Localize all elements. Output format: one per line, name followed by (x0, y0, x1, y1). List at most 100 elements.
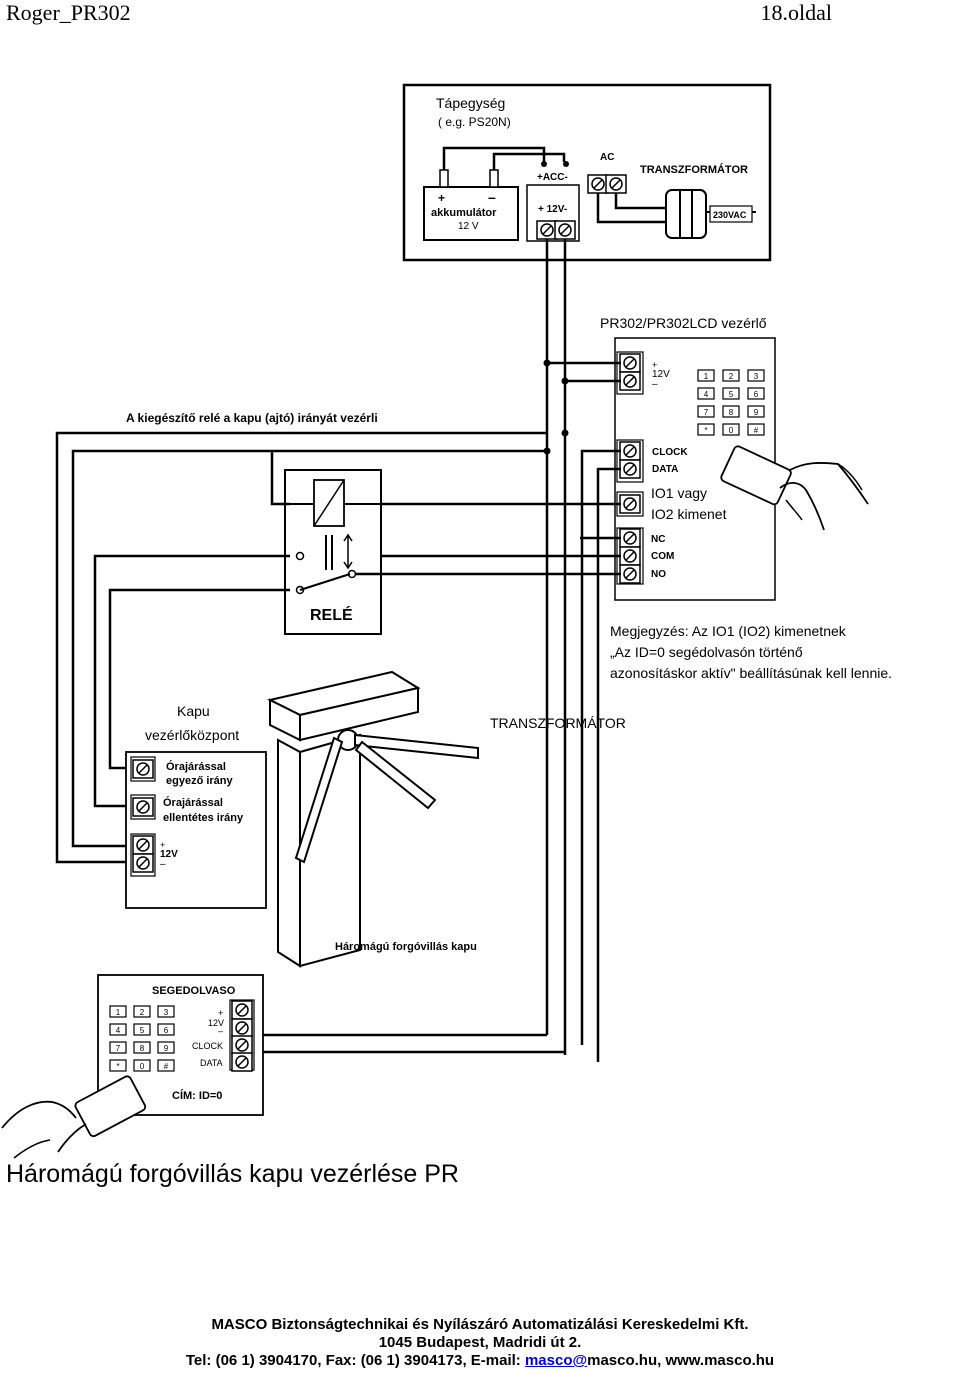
figure-caption: Háromágú forgóvillás kapu vezérlése PR (6, 1160, 459, 1188)
ctrl-com-label: COM (651, 551, 674, 562)
controller-key-label: 5 (729, 390, 734, 399)
controller-key-label: * (704, 426, 707, 435)
gate-cw1: Órajárással (166, 760, 226, 773)
svg-text:+: + (652, 360, 657, 370)
aux-12v: 12V (208, 1018, 224, 1028)
gate-controller: Kapu vezérlőközpont Órajárással egyező i… (125, 703, 267, 909)
aux-key (157, 1005, 175, 1018)
controller-key-label: 6 (754, 390, 759, 399)
aux-key (133, 1005, 151, 1018)
svg-text:+: + (438, 191, 445, 205)
controller-key (722, 387, 740, 400)
controller-key-label: 9 (754, 408, 759, 417)
psu-12v-label: + 12V- (538, 204, 567, 215)
note: Megjegyzés: Az IO1 (IO2) kimenetnek „Az … (610, 623, 892, 681)
ctrl-io1-label: IO1 vagy (651, 485, 707, 501)
battery-label: akkumulátor (431, 207, 497, 219)
controller-key (747, 387, 765, 400)
relay: RELÉ (284, 469, 382, 635)
ctrl-no-label: NO (651, 569, 666, 580)
controller-key-label: # (754, 426, 759, 435)
mains-label: 230VAC (713, 210, 747, 220)
svg-text:–: – (218, 1026, 223, 1036)
aux-key (109, 1041, 127, 1054)
battery: + – akkumulátor 12 V (423, 169, 519, 241)
aux-key-label: 2 (140, 1008, 145, 1017)
controller-key (747, 405, 765, 418)
transformer-icon (665, 189, 707, 239)
controller-key-label: 4 (704, 390, 709, 399)
aux-key-label: 9 (164, 1044, 169, 1053)
turnstile-gate (267, 670, 479, 968)
aux-key (133, 1059, 151, 1072)
svg-text:+: + (218, 1008, 223, 1018)
aux-key-label: 6 (164, 1026, 169, 1035)
footer-contact-suffix: masco.hu, www.masco.hu (587, 1352, 775, 1369)
hand-with-card-icon (1, 1075, 147, 1159)
footer-company: MASCO Biztonságtechnikai és Nyílászáró A… (211, 1316, 749, 1333)
aux-key-label: * (116, 1062, 119, 1071)
turnstile-label: Háromágú forgóvillás kapu (335, 941, 477, 953)
aux-key (109, 1005, 127, 1018)
aux-key-label: 7 (116, 1044, 121, 1053)
controller-key-label: 8 (729, 408, 734, 417)
aux-key (157, 1041, 175, 1054)
wiring-diagram: Tápegység ( e.g. PS20N) + – akkumulátor … (1, 83, 892, 1159)
document-name: Roger_PR302 (6, 0, 131, 25)
page-number: 18.oldal (760, 0, 833, 25)
acc-label: +ACC- (537, 172, 568, 183)
aux-key-label: 0 (140, 1062, 145, 1071)
aux-key-label: # (164, 1062, 169, 1071)
aux-key (157, 1023, 175, 1036)
gate-title2: vezérlőközpont (145, 727, 239, 743)
wiring (55, 239, 621, 1062)
footer-address: 1045 Budapest, Madridi út 2. (378, 1334, 582, 1351)
controller-key (722, 369, 740, 382)
note-line2: „Az ID=0 segédolvasón történő (610, 644, 803, 660)
aux-address: CÍM: ID=0 (172, 1089, 222, 1102)
gate-12v: 12V (160, 849, 178, 860)
svg-text:–: – (160, 859, 166, 870)
note-line1: Megjegyzés: Az IO1 (IO2) kimenetnek (610, 623, 847, 639)
aux-key (133, 1023, 151, 1036)
aux-key-label: 3 (164, 1008, 169, 1017)
controller-key-label: 3 (754, 372, 759, 381)
ctrl-io2-label: IO2 kimenet (651, 506, 727, 522)
junction-dots (543, 359, 569, 455)
controller-key (697, 387, 715, 400)
footer-contact: Tel: (06 1) 3904170, Fax: (06 1) 3904173… (0, 1352, 960, 1369)
controller-key-label: 2 (729, 372, 734, 381)
note-line3: azonosításkor aktív" beállításúnak kell … (610, 665, 892, 681)
svg-text:+: + (160, 840, 165, 850)
controller-key (697, 405, 715, 418)
controller-key-label: 7 (704, 408, 709, 417)
psu-title: Tápegység (436, 95, 505, 111)
controller-key (722, 405, 740, 418)
controller-key-label: 1 (704, 372, 709, 381)
transformer2-label: TRANSZFORMÁTOR (490, 715, 626, 731)
controller-key (747, 369, 765, 382)
power-supply-unit: Tápegység ( e.g. PS20N) + – akkumulátor … (402, 83, 772, 262)
controller-key-label: 0 (729, 426, 734, 435)
ctrl-nc-label: NC (651, 534, 665, 545)
svg-text:–: – (488, 189, 496, 205)
controller-key (697, 369, 715, 382)
gate-ccw2: ellentétes irány (163, 812, 244, 824)
footer-contact-prefix: Tel: (06 1) 3904170, Fax: (06 1) 3904173… (185, 1352, 525, 1369)
footer-email-link[interactable]: masco@ (524, 1352, 588, 1369)
psu-subtitle: ( e.g. PS20N) (438, 115, 511, 129)
psu-transformer-label: TRANSZFORMÁTOR (640, 163, 748, 176)
aux-key-label: 4 (116, 1026, 121, 1035)
aux-data: DATA (200, 1058, 223, 1068)
ctrl-data-label: DATA (652, 464, 678, 475)
svg-text:–: – (652, 379, 658, 390)
pr302-controller: PR302/PR302LCD vezérlő + 12V – CLOCK DAT… (600, 315, 776, 601)
ctrl-clock-label: CLOCK (652, 447, 688, 458)
aux-key-label: 5 (140, 1026, 145, 1035)
hand-with-card-icon (720, 445, 869, 531)
aux-title: SEGEDOLVASO (152, 985, 236, 997)
controller-key (697, 423, 715, 436)
controller-key (722, 423, 740, 436)
ac-label: AC (600, 152, 614, 163)
